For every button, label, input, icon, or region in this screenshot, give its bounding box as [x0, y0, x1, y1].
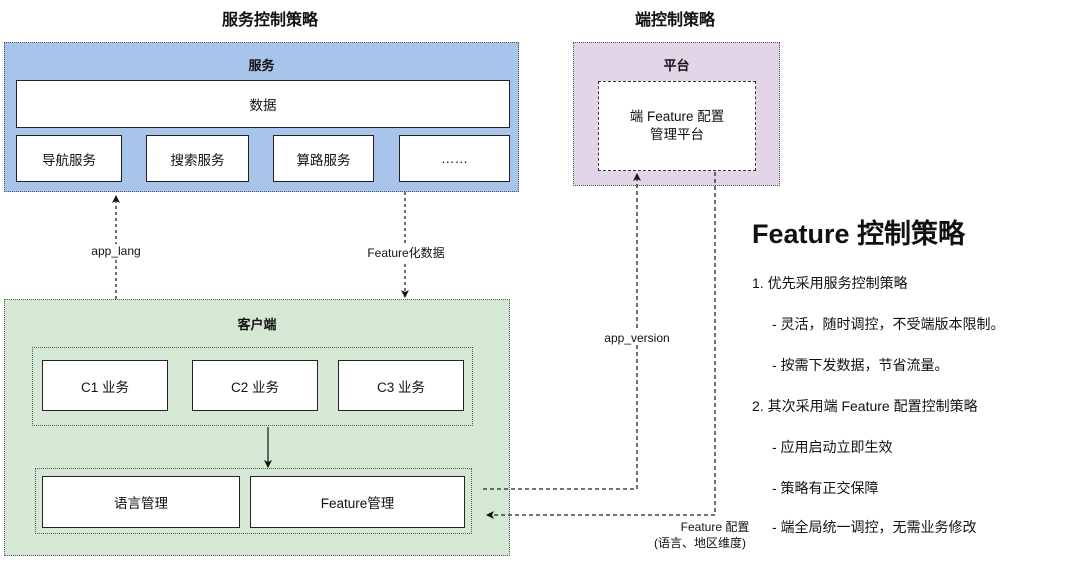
- feature-config-label-line2: (语言、地区维度): [654, 536, 746, 550]
- note-item: - 端全局统一调控，无需业务修改: [772, 519, 977, 535]
- feature-manager-box[interactable]: Feature管理: [250, 476, 465, 528]
- service-strategy-title: 服务控制策略: [221, 12, 318, 29]
- search-service-box[interactable]: 搜索服务: [146, 135, 249, 182]
- feature-config-platform-line1: 端 Feature 配置: [629, 109, 725, 124]
- feature-config-platform-line2: 管理平台: [650, 127, 704, 142]
- client-group: 客户端 C1 业务 C2 业务 C3 业务 语言管理 Feature管理: [4, 299, 510, 556]
- navigation-service-box[interactable]: 导航服务: [16, 135, 122, 182]
- feature-config-edge: [486, 172, 716, 519]
- c1-business-box[interactable]: C1 业务: [42, 360, 168, 411]
- app-lang-label: app_lang: [86, 244, 146, 258]
- feature-data-label: Feature化数据: [358, 244, 454, 261]
- note-item: - 策略有正交保障: [772, 480, 879, 496]
- c2-business-box[interactable]: C2 业务: [192, 360, 318, 411]
- note-item: - 应用启动立即生效: [772, 439, 893, 455]
- c3-business-box[interactable]: C3 业务: [338, 360, 464, 411]
- language-manager-box[interactable]: 语言管理: [42, 476, 240, 528]
- app-version-edge: [483, 173, 641, 490]
- client-strategy-title: 端控制策略: [634, 12, 715, 29]
- manager-group: 语言管理 Feature管理: [35, 468, 472, 534]
- feature-config-label-line1: Feature 配置: [680, 520, 750, 534]
- note-item: - 灵活，随时调控，不受端版本限制。: [772, 316, 1005, 332]
- platform-group-label: 平台: [663, 58, 690, 73]
- feature-config-platform-box[interactable]: 端 Feature 配置 管理平台: [598, 81, 756, 171]
- feature-config-label-2: (语言、地区维度): [645, 536, 755, 551]
- notes-list: 1. 优先采用服务控制策略 - 灵活，随时调控，不受端版本限制。 - 按需下发数…: [752, 273, 1040, 558]
- more-services-box[interactable]: ……: [399, 135, 510, 182]
- notes-heading: Feature 控制策略: [752, 219, 966, 249]
- feature-config-label: Feature 配置: [660, 520, 770, 535]
- app-version-label: app_version: [595, 331, 679, 345]
- note-item: 1. 优先采用服务控制策略: [752, 275, 908, 291]
- client-group-label: 客户端: [237, 317, 277, 332]
- service-group-label: 服务: [248, 58, 275, 73]
- note-item: 2. 其次采用端 Feature 配置控制策略: [752, 398, 978, 414]
- platform-group: 平台 端 Feature 配置 管理平台: [573, 42, 780, 186]
- data-box[interactable]: 数据: [16, 80, 510, 128]
- business-group: C1 业务 C2 业务 C3 业务: [32, 347, 473, 426]
- service-group: 服务 数据 导航服务 搜索服务 算路服务 ……: [4, 42, 519, 192]
- note-item: - 按需下发数据，节省流量。: [772, 357, 949, 373]
- routing-service-box[interactable]: 算路服务: [273, 135, 374, 182]
